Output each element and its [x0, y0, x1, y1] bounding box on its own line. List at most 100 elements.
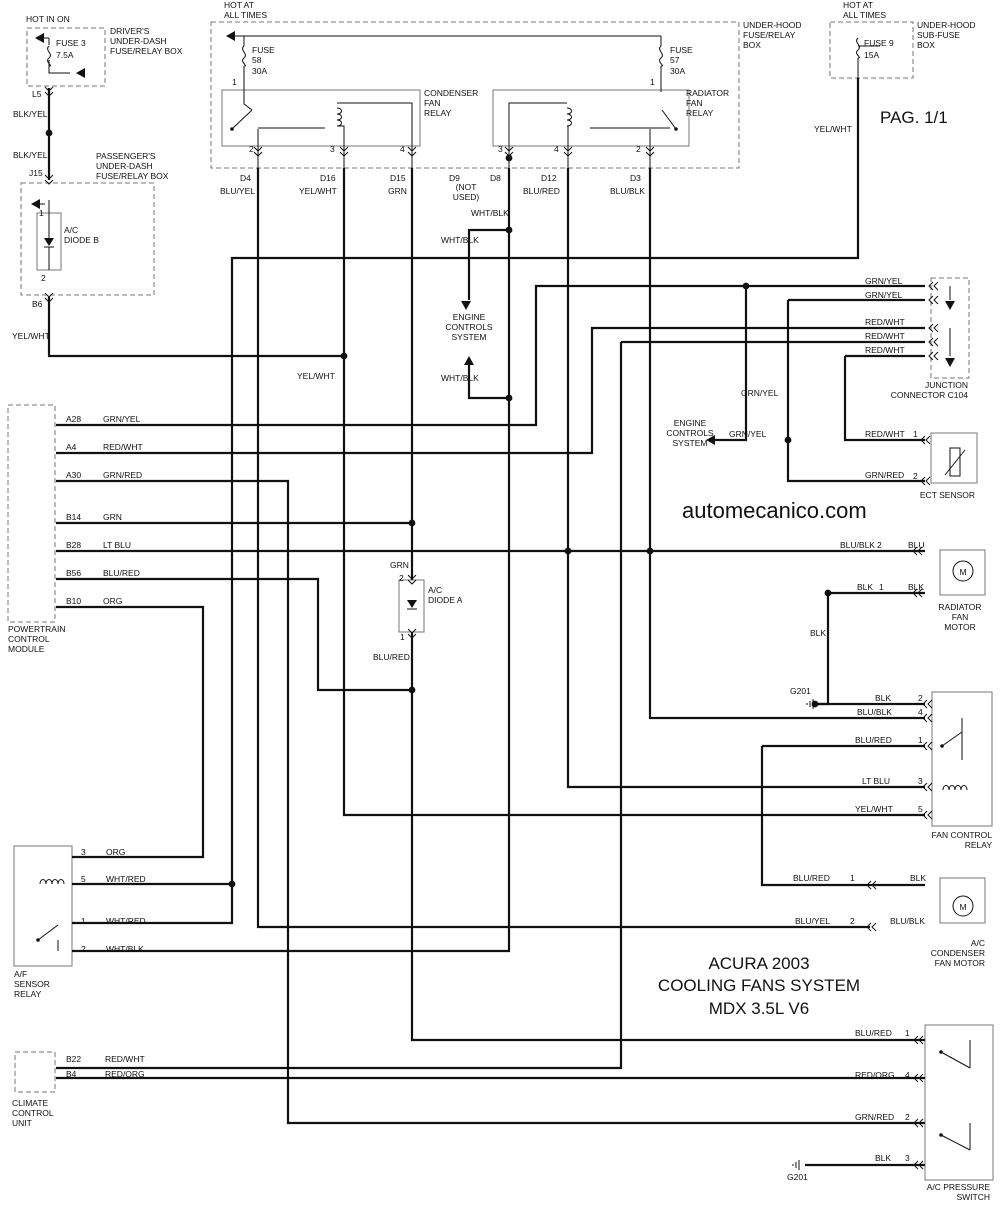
splice-dot: [564, 547, 572, 555]
wire-color-label: BLU/RED: [103, 568, 140, 578]
thin-line: [243, 92, 253, 111]
climate-unit-box: [14, 1051, 56, 1093]
connector-label: A4: [66, 442, 77, 452]
wire-color-label: GRN: [390, 560, 409, 570]
ect-sensor-box: [930, 432, 978, 484]
wire-color-label: WHT/RED: [106, 874, 146, 884]
connector-icon: [44, 297, 54, 303]
wire-color-label: WHT/BLK: [441, 235, 479, 245]
connector-label: B14: [66, 512, 81, 522]
connector-label: J15: [29, 168, 43, 178]
connector-icon: [563, 146, 573, 152]
connector-icon: [866, 880, 872, 890]
wire-color-label: BLU/YEL: [795, 916, 830, 926]
passengers-fuse-box: [20, 182, 155, 296]
wire-color-label: YEL/WHT: [814, 124, 852, 134]
ect-label: ECT SENSOR: [920, 490, 975, 500]
condenser-relay-box: [221, 89, 421, 147]
thermistor-icon: [949, 447, 961, 477]
connector-icon: [339, 151, 349, 157]
pin-label: 1: [905, 1028, 910, 1038]
wire-color-label: BLU/RED: [373, 652, 410, 662]
wire-grn-yel-a28: [56, 284, 925, 427]
connector-icon: [407, 146, 417, 152]
connector-icon: [645, 151, 655, 157]
pin-label: 3: [330, 144, 335, 154]
wire-yel-wht: [342, 168, 925, 817]
pin-label: 1: [879, 582, 884, 592]
pcm-box: [7, 404, 56, 623]
motor-symbol: M: [959, 567, 966, 577]
connector-icon: [913, 1118, 919, 1128]
splice-dot: [408, 519, 416, 527]
connector-icon: [407, 574, 417, 580]
connector-icon: [44, 179, 54, 185]
connector-icon: [871, 880, 877, 890]
wire-grn-yel-ect: [786, 300, 925, 483]
wire-color-label: YEL/WHT: [855, 804, 893, 814]
wire-color-label: LT BLU: [862, 776, 890, 786]
wire-color-label: WHT/BLK: [441, 373, 479, 383]
switch-arm: [37, 924, 59, 941]
connector-icon: [407, 633, 417, 639]
wire-color-label: YEL/WHT: [12, 331, 50, 341]
connector-icon: [918, 1118, 924, 1128]
wire-color-label: BLU/RED: [855, 1028, 892, 1038]
connector-icon: [912, 588, 918, 598]
connector-icon: [933, 337, 939, 347]
connector-icon: [922, 699, 928, 709]
connector-label: B56: [66, 568, 81, 578]
wire-color-label: BLU/RED: [793, 873, 830, 883]
wire-color-label: GRN/RED: [855, 1112, 894, 1122]
wire-color-label: BLU/YEL: [220, 186, 255, 196]
switch-contact: [36, 938, 40, 942]
wire-color-label: BLK: [857, 582, 873, 592]
g201-label-1: G201: [790, 686, 811, 696]
connector-icon: [917, 546, 923, 556]
splice-dot: [505, 154, 513, 162]
connector-icon: [912, 546, 918, 556]
title-line3: MDX 3.5L V6: [709, 999, 809, 1018]
connector-icon: [928, 323, 934, 333]
af-sensor-relay-box: [13, 845, 73, 967]
wire-red-wht-a4: [56, 326, 925, 455]
connector-icon: [927, 741, 933, 751]
switch-arm: [941, 731, 963, 747]
arrow-icon: [706, 435, 715, 445]
splice-dot: [228, 880, 236, 888]
connector-icon: [920, 435, 926, 445]
arrow-icon: [31, 199, 40, 209]
connector-icon: [253, 151, 263, 157]
connector-icon: [407, 628, 417, 634]
wire-color-label: YEL/WHT: [297, 371, 335, 381]
arrow-icon: [945, 358, 955, 367]
pin-label: 2: [249, 144, 254, 154]
pin-label: 5: [918, 804, 923, 814]
connector-icon: [928, 281, 934, 291]
wire-color-label: GRN/RED: [865, 470, 904, 480]
pin-label: 3: [81, 847, 86, 857]
pin-label: 3: [498, 144, 503, 154]
motor-icon: [952, 895, 974, 917]
pin-label: 1: [39, 208, 44, 218]
wire-color-label: RED/WHT: [865, 317, 905, 327]
connector-icon: [925, 435, 931, 445]
fuse-icon: [659, 45, 663, 67]
wire-yel-wht-b6: [47, 297, 344, 358]
g201-label-2: G201: [787, 1172, 808, 1182]
page-title: PAG. 1/1: [880, 108, 948, 127]
connector-icon: [407, 579, 417, 585]
wire-color-label: RED/WHT: [865, 331, 905, 341]
thin-line: [508, 102, 567, 168]
wire-color-label: BLU: [908, 540, 925, 550]
